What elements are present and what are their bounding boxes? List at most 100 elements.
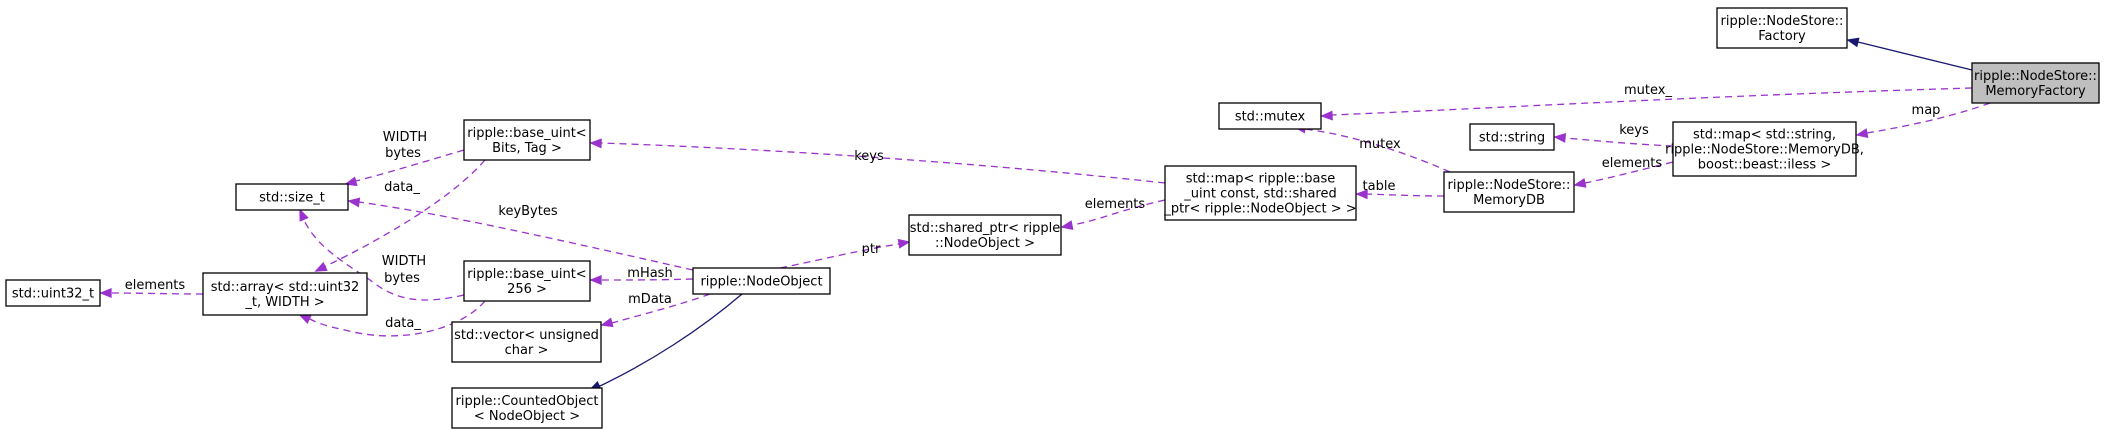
node-label: std::uint32_t <box>12 287 94 302</box>
node-label: < NodeObject > <box>474 409 580 424</box>
arrowhead <box>1846 37 1860 48</box>
edge-label: elements <box>125 278 186 293</box>
edge-label: mutex <box>1359 137 1401 152</box>
node-label: _ptr< ripple::NodeObject > > <box>1163 202 1356 217</box>
edge-sizet-nodeobject: keyBytes <box>347 197 694 271</box>
node-label: boost::beast::iless > <box>1698 158 1831 173</box>
edge-string-map: keys <box>1553 123 1674 147</box>
edge-line <box>1584 161 1674 184</box>
edge-nodeobject-sharedptr: ptr <box>779 238 911 269</box>
edge-label: table <box>1363 179 1396 194</box>
edge-line <box>307 300 486 337</box>
node-shared-ptr[interactable]: std::shared_ptr< ripple::NodeObject > <box>908 214 1062 256</box>
edge-sharedptr-mapnode: elements <box>1060 197 1166 230</box>
node-array-uint32[interactable]: std::array< std::uint32_t, WIDTH > <box>202 272 368 316</box>
arrowhead <box>1855 128 1869 139</box>
edge-label: data_ <box>385 316 421 331</box>
arrowhead <box>314 261 328 272</box>
node-mutex[interactable]: std::mutex <box>1218 102 1322 130</box>
arrowhead <box>347 197 361 208</box>
node-box <box>451 387 603 429</box>
edge-line <box>1071 199 1166 226</box>
edge-mapnode-memorydb: table <box>1355 179 1445 200</box>
edge-memorydb-map: elements <box>1573 156 1674 188</box>
node-map-memorydb[interactable]: std::map< std::string,ripple::NodeStore:… <box>1665 121 1864 177</box>
arrowhead <box>1060 220 1074 230</box>
node-string[interactable]: std::string <box>1469 123 1555 151</box>
edge-mutex-memoryfactory: mutex_ <box>1320 83 1973 121</box>
edge-line-end <box>307 317 310 320</box>
node-label: MemoryDB <box>1473 193 1545 208</box>
arrowhead <box>299 208 309 222</box>
node-box <box>1443 171 1575 213</box>
node-label: _t, WIDTH > <box>244 295 324 310</box>
edge-line <box>302 217 465 301</box>
edge-factory-memoryfactory <box>1846 37 1973 71</box>
arrowhead <box>600 317 614 328</box>
arrowhead <box>589 275 602 285</box>
edge-line <box>611 293 711 324</box>
edge-line <box>1564 137 1674 147</box>
edge-label: mHash <box>627 266 672 281</box>
node-label: ripple::base_uint< <box>467 126 586 141</box>
edge-line <box>600 142 1166 184</box>
node-label: std::mutex <box>1235 110 1306 125</box>
node-label: ripple::base_uint< <box>467 267 586 282</box>
nodes-layer: ripple::NodeStore::MemoryFactoryripple::… <box>5 7 2100 429</box>
node-label: std::map< std::string, <box>1693 128 1836 143</box>
edge-array-base256: data_ <box>298 300 486 337</box>
node-box <box>463 119 591 161</box>
edge-label: WIDTH <box>383 130 427 145</box>
edge-uint32-array: elements <box>99 278 204 298</box>
edge-line <box>355 149 465 182</box>
node-label: ripple::NodeStore:: <box>1974 69 2097 84</box>
node-counted-object[interactable]: ripple::CountedObject< NodeObject > <box>451 387 603 429</box>
node-box <box>463 260 591 302</box>
node-label: ripple::NodeObject <box>700 275 822 290</box>
node-box <box>1164 165 1357 221</box>
edge-line <box>1304 128 1451 173</box>
node-label: std::shared_ptr< ripple <box>910 221 1060 236</box>
edge-vector-nodeobject: mData <box>600 292 711 328</box>
node-nodeobject[interactable]: ripple::NodeObject <box>692 267 831 295</box>
edge-label: data_ <box>384 180 420 195</box>
node-box <box>202 272 368 316</box>
edges-layer: mutex_mapkeyselementsmutextablekeyseleme… <box>99 37 1991 391</box>
node-label: std::size_t <box>259 191 325 206</box>
node-memory-factory[interactable]: ripple::NodeStore::MemoryFactory <box>1971 62 2100 104</box>
node-label: ripple::NodeStore:: <box>1721 14 1844 29</box>
arrowhead <box>897 238 911 249</box>
node-base-uint-256[interactable]: ripple::base_uint<256 > <box>463 260 591 302</box>
node-box <box>5 279 101 307</box>
arrowhead <box>99 288 112 298</box>
node-label: 256 > <box>507 282 547 297</box>
node-factory[interactable]: ripple::NodeStore::Factory <box>1716 7 1848 49</box>
node-memorydb[interactable]: ripple::NodeStore::MemoryDB <box>1443 171 1575 213</box>
edge-line <box>779 243 900 269</box>
node-base-uint-bits[interactable]: ripple::base_uint<Bits, Tag > <box>463 119 591 161</box>
node-label: ripple::NodeStore::MemoryDB, <box>1665 143 1864 158</box>
edge-label: mData <box>628 292 672 307</box>
edge-array-baseuint: data_ <box>314 159 486 272</box>
edge-label: keyBytes <box>498 204 557 219</box>
node-map-nodeobject[interactable]: std::map< ripple::base_uint const, std::… <box>1163 165 1357 221</box>
node-label: char > <box>505 343 549 358</box>
edge-counted-nodeobject <box>588 293 743 391</box>
node-label: ripple::CountedObject <box>455 394 598 409</box>
edge-line-end <box>324 265 327 268</box>
node-size-t[interactable]: std::size_t <box>235 183 349 211</box>
edge-line <box>110 292 204 295</box>
edge-line <box>599 293 743 387</box>
edge-base256-nodeobject: mHash <box>589 266 694 285</box>
edge-line <box>1857 41 1973 71</box>
edge-line-end <box>302 217 305 220</box>
edge-label: bytes <box>384 271 420 286</box>
node-uint32-t[interactable]: std::uint32_t <box>5 279 101 307</box>
arrowhead <box>1573 178 1587 188</box>
node-label: std::vector< unsigned <box>454 328 599 343</box>
node-label: _uint const, std::shared <box>1183 187 1336 202</box>
